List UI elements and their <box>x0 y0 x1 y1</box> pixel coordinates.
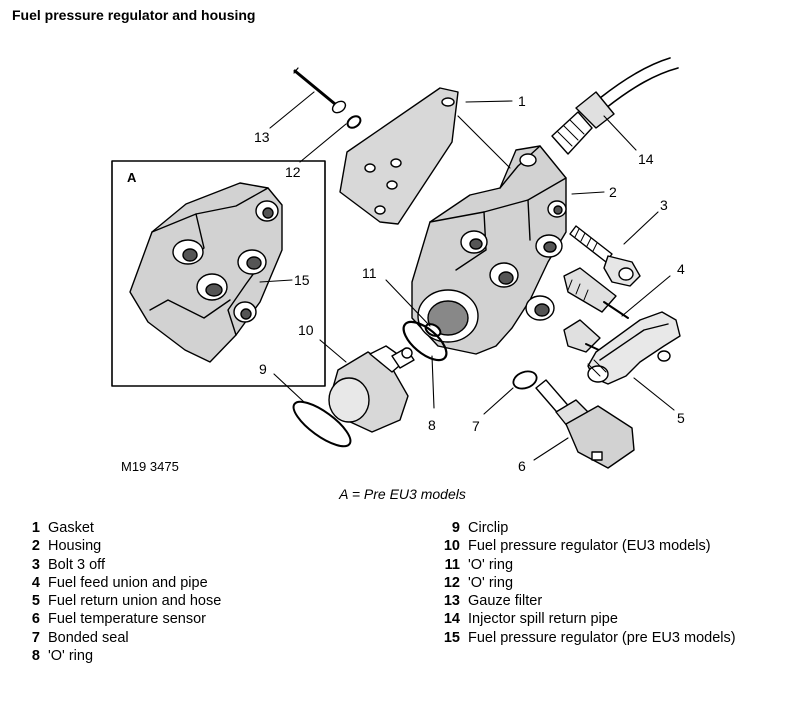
callout-15-main: 15 <box>294 272 310 288</box>
callout-11: 11 <box>362 265 377 281</box>
legend-number: 6 <box>31 611 40 628</box>
legend-text: 'O' ring <box>48 648 94 665</box>
legend-text: Fuel pressure regulator (EU3 models) <box>468 538 711 555</box>
gasket <box>339 87 459 225</box>
callout-7: 7 <box>472 418 480 434</box>
pressure-regulator-eu3 <box>328 345 415 433</box>
legend-number: 9 <box>451 520 460 536</box>
legend-number: 12 <box>443 574 460 591</box>
callout-3: 3 <box>660 197 668 213</box>
legend-text: Bonded seal <box>48 629 129 646</box>
legend-text: Fuel feed union and pipe <box>48 574 208 591</box>
o-ring-8 <box>402 320 448 362</box>
legend-text: Fuel temperature sensor <box>48 611 206 628</box>
legend-text: Gauze filter <box>468 593 543 610</box>
legend-number: 7 <box>31 629 40 646</box>
legend-text: Housing <box>48 538 102 555</box>
callout-5: 5 <box>677 410 685 426</box>
legend-number: 15 <box>443 629 460 646</box>
callout-8: 8 <box>428 417 436 433</box>
legend-item: 7 Bonded seal <box>20 629 221 647</box>
figure-reference: M19 3475 <box>121 459 179 474</box>
legend-number: 5 <box>31 593 40 610</box>
diagram-caption: A = Pre EU3 models <box>339 486 466 502</box>
legend-item: 2 Housing <box>20 537 221 555</box>
callout-6: 6 <box>518 458 526 474</box>
temperature-sensor <box>535 379 635 469</box>
callout-1: 1 <box>518 93 526 109</box>
legend-text: Bolt 3 off <box>48 556 105 573</box>
legend-text: 'O' ring <box>468 574 514 591</box>
legend-item: 6 Fuel temperature sensor <box>20 610 221 628</box>
gauze-filter <box>293 67 347 114</box>
legend-item: 14 Injector spill return pipe <box>440 610 736 628</box>
legend-number: 4 <box>31 574 40 591</box>
legend-item: 11 'O' ring <box>440 556 736 574</box>
legend-text: Fuel pressure regulator (pre EU3 models) <box>468 629 736 646</box>
callout-numbers: 1 2 3 4 5 6 7 8 9 10 11 12 13 14 15 <box>254 93 685 474</box>
legend-item: 4 Fuel feed union and pipe <box>20 574 221 592</box>
legend-number: 14 <box>443 611 460 628</box>
fuel-return-hose <box>587 311 681 385</box>
page-title: Fuel pressure regulator and housing <box>12 7 256 23</box>
exploded-diagram: A <box>111 57 685 474</box>
inset-label: A <box>127 170 137 185</box>
legend-item: 1 Gasket <box>20 519 221 537</box>
bolt <box>569 225 641 287</box>
spill-return-pipe <box>551 57 679 155</box>
callout-10: 10 <box>298 322 314 338</box>
legend-number: 8 <box>31 648 40 665</box>
callout-4: 4 <box>677 261 685 277</box>
leader-lines <box>269 91 675 461</box>
callout-12: 12 <box>285 164 301 180</box>
legend-number: 13 <box>443 593 460 610</box>
legend-left: 1 Gasket 2 Housing 3 Bolt 3 off 4 Fuel feed uni… <box>20 519 221 665</box>
legend-item: 5 Fuel return union and hose <box>20 592 221 610</box>
legend-item: 15 Fuel pressure regulator (pre EU3 model… <box>440 629 736 647</box>
legend-text: Fuel return union and hose <box>48 593 222 610</box>
legend-right: 9 Circlip 10 Fuel pressure regulator (EU3 m… <box>440 519 736 647</box>
legend-number: 1 <box>31 520 40 536</box>
bonded-seal <box>512 370 538 390</box>
legend-text: Circlip <box>468 520 509 536</box>
callout-14: 14 <box>638 151 654 167</box>
legend-item: 9 Circlip <box>440 519 736 537</box>
callout-13: 13 <box>254 129 270 145</box>
legend-number: 3 <box>31 556 40 573</box>
legend-number: 10 <box>443 538 460 555</box>
legend-item: 8 'O' ring <box>20 647 221 665</box>
legend-number: 11 <box>444 556 460 573</box>
inset-pre-eu3: A <box>111 160 326 387</box>
callout-9: 9 <box>259 361 267 377</box>
legend-number: 2 <box>31 538 40 555</box>
legend-text: Gasket <box>48 520 94 536</box>
legend-item: 12 'O' ring <box>440 574 736 592</box>
callout-2: 2 <box>609 184 617 200</box>
legend-item: 13 Gauze filter <box>440 592 736 610</box>
circlip <box>292 400 352 448</box>
legend-item: 3 Bolt 3 off <box>20 556 221 574</box>
legend-item: 10 Fuel pressure regulator (EU3 models) <box>440 537 736 555</box>
o-ring-12 <box>346 115 362 129</box>
legend-text: Injector spill return pipe <box>468 611 618 628</box>
legend-text: 'O' ring <box>468 556 514 573</box>
housing <box>411 145 567 355</box>
